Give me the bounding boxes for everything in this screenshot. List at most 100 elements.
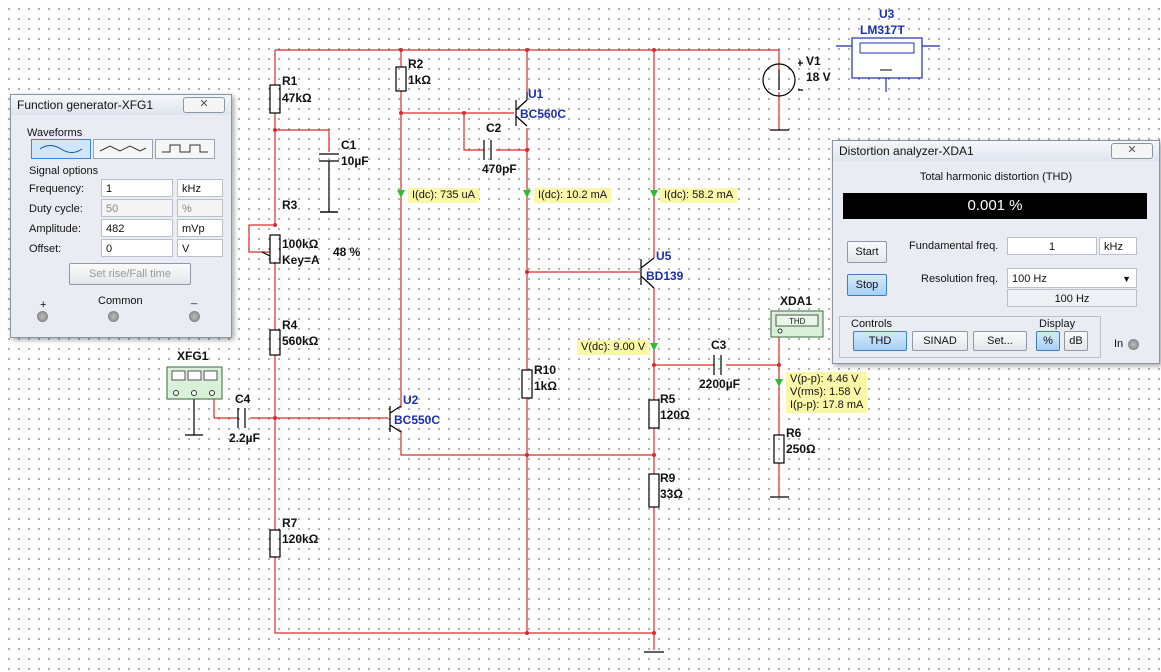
c2-value: 470pF: [482, 162, 517, 176]
common-terminal[interactable]: [108, 311, 119, 322]
resolution-freq-display: 100 Hz: [1007, 289, 1137, 307]
probe-1: I(dc): 735 uA: [408, 188, 479, 203]
plus-label: +: [40, 299, 47, 311]
set-rise-fall-time-button[interactable]: Set rise/Fall time: [69, 263, 191, 285]
db-button[interactable]: dB: [1064, 331, 1088, 351]
minus-terminal[interactable]: [189, 311, 200, 322]
offset-unit[interactable]: V: [177, 239, 223, 257]
capacitor-c3[interactable]: [713, 355, 722, 375]
amplitude-input[interactable]: 482: [101, 219, 173, 237]
c1-name: C1: [341, 138, 357, 152]
function-generator-xfg1-symbol[interactable]: [166, 366, 223, 400]
resistor-r7[interactable]: [269, 529, 281, 558]
r2-name: R2: [408, 57, 424, 71]
distortion-analyzer-titlebar[interactable]: Distortion analyzer-XDA1 ✕: [833, 141, 1159, 161]
resolution-freq-select[interactable]: 100 Hz ▼: [1007, 268, 1137, 288]
transistor-u2[interactable]: [389, 405, 402, 433]
r1-value: 47kΩ: [282, 91, 312, 105]
r9-name: R9: [660, 471, 676, 485]
r4-name: R4: [282, 318, 298, 332]
capacitor-c1[interactable]: [319, 153, 339, 213]
close-icon[interactable]: ✕: [183, 97, 225, 113]
u5-part: BD139: [646, 269, 684, 283]
r6-name: R6: [786, 426, 802, 440]
resistor-r5[interactable]: [648, 399, 660, 429]
triangle-wave-icon: [99, 145, 147, 152]
amplitude-unit[interactable]: mVp: [177, 219, 223, 237]
common-label: Common: [98, 295, 143, 307]
sine-wave-button[interactable]: [31, 139, 91, 159]
r7-value: 120kΩ: [282, 532, 319, 546]
resolution-freq-label: Resolution freq.: [921, 273, 999, 285]
display-title: Display: [1039, 318, 1076, 330]
set-button[interactable]: Set...: [973, 331, 1027, 351]
u2-name: U2: [403, 393, 419, 407]
sine-wave-icon: [39, 145, 83, 153]
fundamental-freq-unit[interactable]: kHz: [1099, 237, 1137, 255]
probe-5-line-2: V(rms): 1.58 V: [790, 386, 861, 398]
triangle-wave-button[interactable]: [93, 139, 153, 159]
function-generator-titlebar[interactable]: Function generator-XFG1 ✕: [11, 95, 231, 115]
thd-readout: 0.001 %: [843, 193, 1147, 219]
offset-input[interactable]: 0: [101, 239, 173, 257]
sinad-button[interactable]: SINAD: [912, 331, 968, 351]
frequency-label: Frequency:: [29, 183, 85, 195]
c3-value: 2200µF: [699, 377, 740, 391]
frequency-input[interactable]: 1: [101, 179, 173, 197]
in-label: In: [1114, 338, 1124, 350]
transistor-u5[interactable]: [640, 257, 655, 289]
fundamental-freq-input[interactable]: 1: [1007, 237, 1097, 255]
frequency-row: Frequency: 1 kHz: [27, 179, 227, 199]
resistor-r4[interactable]: [269, 329, 281, 356]
chevron-down-icon[interactable]: ▼: [1122, 274, 1131, 284]
probe-5: V(p-p): 4.46 V V(rms): 1.58 V I(p-p): 17…: [786, 372, 868, 413]
c4-value: 2.2µF: [229, 431, 260, 445]
waveforms-title: Waveforms: [27, 127, 83, 139]
in-terminal[interactable]: [1128, 339, 1139, 350]
duty-cycle-input[interactable]: 50: [101, 199, 173, 217]
thd-title: Total harmonic distortion (THD): [919, 171, 1073, 183]
v1-name: V1: [806, 54, 821, 68]
capacitor-c4[interactable]: [237, 408, 246, 428]
probe-5-line-3: I(p-p): 17.8 mA: [790, 399, 864, 411]
regulator-u3[interactable]: [836, 37, 940, 92]
r4-value: 560kΩ: [282, 334, 319, 348]
resolution-freq-selected: 100 Hz: [1012, 273, 1047, 285]
capacitor-c2[interactable]: [483, 140, 492, 160]
minus-label: _: [191, 293, 198, 305]
c1-value: 10µF: [341, 154, 369, 168]
duty-cycle-unit[interactable]: %: [177, 199, 223, 217]
transistor-u1[interactable]: [515, 92, 528, 127]
stop-button[interactable]: Stop: [847, 274, 887, 296]
resistor-r1[interactable]: [269, 84, 281, 114]
resistor-r10[interactable]: [521, 369, 533, 399]
start-button[interactable]: Start: [847, 241, 887, 263]
u5-name: U5: [656, 249, 672, 263]
r10-value: 1kΩ: [534, 379, 557, 393]
resistor-r9[interactable]: [648, 473, 660, 508]
r3-value: 100kΩ: [282, 237, 319, 251]
square-wave-button[interactable]: [155, 139, 215, 159]
distortion-analyzer-window: Distortion analyzer-XDA1 ✕ Total harmoni…: [832, 140, 1160, 364]
probe-2: I(dc): 10.2 mA: [534, 188, 612, 203]
wires: [213, 49, 780, 650]
thd-button[interactable]: THD: [853, 331, 907, 351]
resistor-r2[interactable]: [395, 66, 407, 92]
offset-label: Offset:: [29, 243, 62, 255]
plus-terminal[interactable]: [37, 311, 48, 322]
u1-name: U1: [528, 87, 544, 101]
close-icon[interactable]: ✕: [1111, 143, 1153, 159]
distortion-analyzer-xda1-symbol[interactable]: [770, 310, 824, 365]
r5-name: R5: [660, 392, 676, 406]
xda1-name: XDA1: [780, 294, 812, 308]
probe-5-line-1: V(p-p): 4.46 V: [790, 373, 859, 385]
resistor-r6[interactable]: [773, 434, 785, 464]
potentiometer-r3[interactable]: [261, 234, 281, 264]
percent-button[interactable]: %: [1036, 331, 1060, 351]
voltage-source-v1[interactable]: [762, 60, 803, 97]
r1-name: R1: [282, 74, 298, 88]
frequency-unit[interactable]: kHz: [177, 179, 223, 197]
fundamental-freq-label: Fundamental freq.: [909, 240, 999, 252]
v1-value: 18 V: [806, 70, 831, 84]
